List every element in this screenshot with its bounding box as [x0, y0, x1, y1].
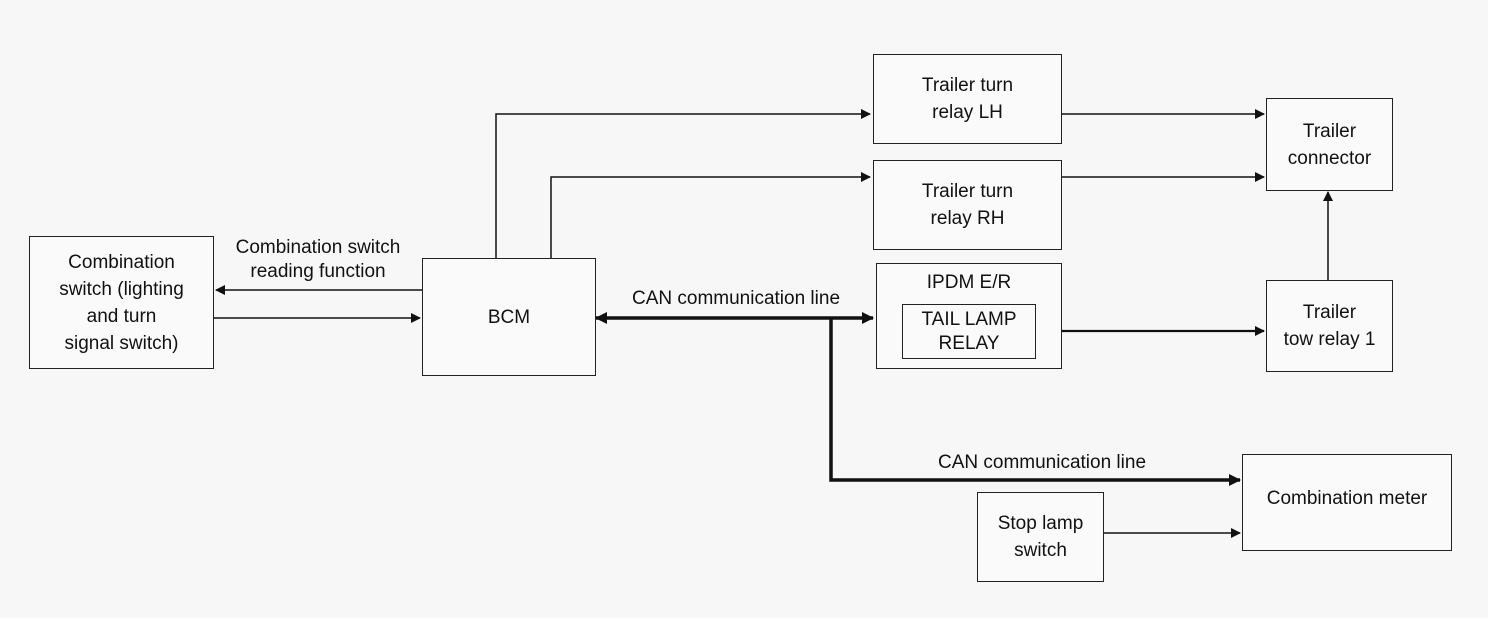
combination-meter-box: Combination meter [1242, 454, 1452, 551]
tail-lamp-relay-box: TAIL LAMP RELAY [902, 304, 1036, 359]
combination-switch-reading-function-label: Combination switch reading function [235, 237, 401, 282]
bcm-box: BCM [422, 258, 596, 376]
combination-meter-label: Combination meter [1266, 488, 1428, 509]
trailer-connector-label: Trailer connector [1287, 120, 1372, 169]
can-line-to-combination-meter [829, 318, 1241, 486]
stop-lamp-switch-box: Stop lamp switch [977, 492, 1104, 582]
trailer-turn-relay-lh-label: Trailer turn relay LH [921, 75, 1014, 123]
ipdm-er-label: IPDM E/R [926, 272, 1012, 293]
stop-lamp-switch-label: Stop lamp switch [997, 513, 1084, 561]
tail-lamp-relay-label: TAIL LAMP RELAY [921, 308, 1017, 354]
can-communication-line-label-top: CAN communication line [631, 288, 841, 309]
bcm-label: BCM [487, 306, 531, 328]
line-bcm-to-relay-lh [495, 109, 871, 258]
trailer-turn-relay-rh-box: Trailer turn relay RH [873, 160, 1062, 250]
line-bcm-to-relay-rh [550, 172, 871, 258]
trailer-tow-relay-1-label: Trailer tow relay 1 [1283, 302, 1376, 350]
combination-switch-label: Combination switch (lighting and turn si… [59, 251, 184, 354]
trailer-tow-relay-1-box: Trailer tow relay 1 [1266, 280, 1393, 372]
combination-switch-box: Combination switch (lighting and turn si… [29, 236, 214, 369]
trailer-turn-relay-lh-box: Trailer turn relay LH [873, 54, 1062, 144]
can-communication-line-label-bottom: CAN communication line [937, 452, 1147, 473]
trailer-turn-relay-rh-label: Trailer turn relay RH [921, 181, 1014, 229]
trailer-connector-box: Trailer connector [1266, 98, 1393, 191]
